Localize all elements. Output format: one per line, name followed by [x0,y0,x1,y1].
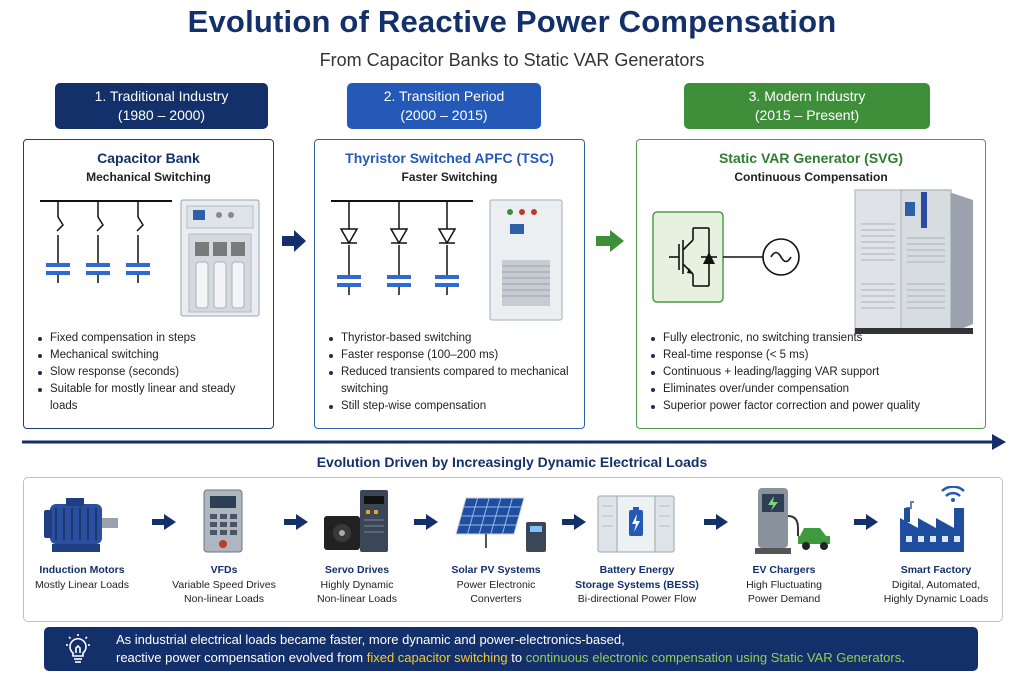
bullet-item: Fully electronic, no switching transient… [651,330,971,347]
load-vfds: VFDs Variable Speed Drives Non-linear Lo… [166,563,282,607]
bullet-item: Eliminates over/under compensation [651,381,971,398]
bullet-item: Thyristor-based switching [329,330,574,347]
era-years: (1980 – 2000) [117,107,206,123]
panel-capacitor-bank: Capacitor Bank Mechanical Switching Fixe… [23,139,274,429]
solar-panel-icon [455,497,546,552]
load-desc: Digital, Automated, [891,578,981,591]
svg-cabinet-icon [854,189,973,334]
era-label: 2. Transition Period [383,88,505,104]
load-servo-drives: Servo Drives Highly Dynamic Non-linear L… [302,563,412,607]
bullet-item: Real-time response (< 5 ms) [651,347,971,364]
load-desc: Variable Speed Drives [172,578,276,591]
load-title: Battery Energy [599,564,675,576]
arrow-right-icon [284,514,308,530]
summary-banner: As industrial electrical loads became fa… [44,627,978,671]
igbt-inverter-icon [652,211,800,303]
load-title: Induction Motors [39,564,125,576]
timeline-arrow [22,434,1006,450]
capacitor-bank-schematic-icon [40,200,172,283]
era-label: 3. Modern Industry [748,88,866,104]
servo-icon [324,490,388,552]
vfd-icon [203,489,243,553]
banner-text: As industrial electrical loads became fa… [116,631,905,667]
era-modern: 3. Modern Industry (2015 – Present) [684,83,930,129]
load-bess: Battery Energy Storage Systems (BESS) Bi… [574,563,700,607]
arrow-right-icon [562,514,586,530]
lightbulb-icon [66,634,90,663]
banner-text-segment: . [901,650,905,665]
era-transition: 2. Transition Period (2000 – 2015) [347,83,541,129]
banner-line-1: As industrial electrical loads became fa… [116,632,625,647]
panel-tsc: Thyristor Switched APFC (TSC) Faster Swi… [314,139,585,429]
panel-title: Capacitor Bank [97,150,200,166]
arrow-right-icon [854,514,878,530]
apfc-cabinet-icon [489,199,563,321]
loads-panel [23,477,1003,622]
panel-bullets: Fixed compensation in steps Mechanical s… [38,330,263,415]
bullet-item: Continuous + leading/lagging VAR support [651,364,971,381]
era-traditional: 1. Traditional Industry (1980 – 2000) [55,83,268,129]
panel-bullets: Fully electronic, no switching transient… [651,330,971,415]
load-title-line2: Storage Systems (BESS) [575,578,699,591]
ev-charger-icon [755,488,830,554]
load-title: Smart Factory [900,564,972,576]
banner-text-segment: to [507,650,526,665]
motor-icon [44,498,118,552]
banner-highlight-continuous: continuous electronic compensation using… [525,650,902,665]
arrow-right-icon [282,230,306,252]
panel-subtitle: Faster Switching [401,170,498,184]
banner-highlight-fixed: fixed capacitor switching [366,650,508,665]
load-induction-motors: Induction Motors Mostly Linear Loads [26,563,138,592]
panel-subtitle: Continuous Compensation [734,170,888,184]
banner-text-segment: reactive power compensation evolved from [116,650,367,665]
battery-storage-icon [597,495,675,553]
load-desc: Mostly Linear Loads [35,578,129,591]
bullet-item: Still step-wise compensation [329,398,574,415]
capacitor-cabinet-icon [180,199,260,317]
load-title: Solar PV Systems [451,564,541,576]
bullet-item: Reduced transients compared to mechanica… [329,364,574,398]
thyristor-schematic-icon [331,200,473,295]
panel-svg: Static VAR Generator (SVG) Continuous Co… [636,139,986,429]
load-desc: High Fluctuating [746,578,822,591]
bullet-item: Faster response (100–200 ms) [329,347,574,364]
era-label: 1. Traditional Industry [94,88,229,104]
page-title: Evolution of Reactive Power Compensation [187,4,837,39]
load-desc: Converters [470,593,522,605]
load-title: EV Chargers [752,564,816,576]
bullet-item: Superior power factor correction and pow… [651,398,971,415]
load-desc: Highly Dynamic Loads [883,593,989,605]
bullet-item: Mechanical switching [38,347,263,364]
panel-title: Thyristor Switched APFC (TSC) [345,150,554,166]
load-desc: Non-linear Loads [317,593,397,605]
load-desc: Bi-directional Power Flow [577,593,697,605]
arrow-right-icon [152,514,176,530]
panel-title: Static VAR Generator (SVG) [718,150,904,166]
load-solar-pv: Solar PV Systems Power Electronic Conver… [440,563,552,607]
load-smart-factory: Smart Factory Digital, Automated, Highly… [876,563,996,607]
bullet-item: Suitable for mostly linear and steady lo… [38,381,263,415]
bullet-item: Fixed compensation in steps [38,330,263,347]
arrow-right-icon [704,514,728,530]
load-desc: Highly Dynamic [320,578,394,591]
smart-factory-icon [900,486,965,552]
load-desc: Power Electronic [456,578,536,591]
panel-bullets: Thyristor-based switching Faster respons… [329,330,574,415]
load-ev-chargers: EV Chargers High Fluctuating Power Deman… [728,563,840,607]
arrow-right-icon [596,230,624,252]
panel-subtitle: Mechanical Switching [86,170,211,184]
page-subtitle: From Capacitor Banks to Static VAR Gener… [319,50,705,70]
bullet-item: Slow response (seconds) [38,364,263,381]
banner-line-2: reactive power compensation evolved from… [116,649,905,667]
era-years: (2015 – Present) [754,107,860,123]
arrow-right-icon [414,514,438,530]
era-years: (2000 – 2015) [400,107,488,123]
load-desc: Non-linear Loads [184,593,264,605]
timeline-label: Evolution Driven by Increasingly Dynamic… [316,454,708,470]
load-title: VFDs [210,564,238,576]
load-title: Servo Drives [324,564,390,576]
load-desc: Power Demand [747,593,821,605]
